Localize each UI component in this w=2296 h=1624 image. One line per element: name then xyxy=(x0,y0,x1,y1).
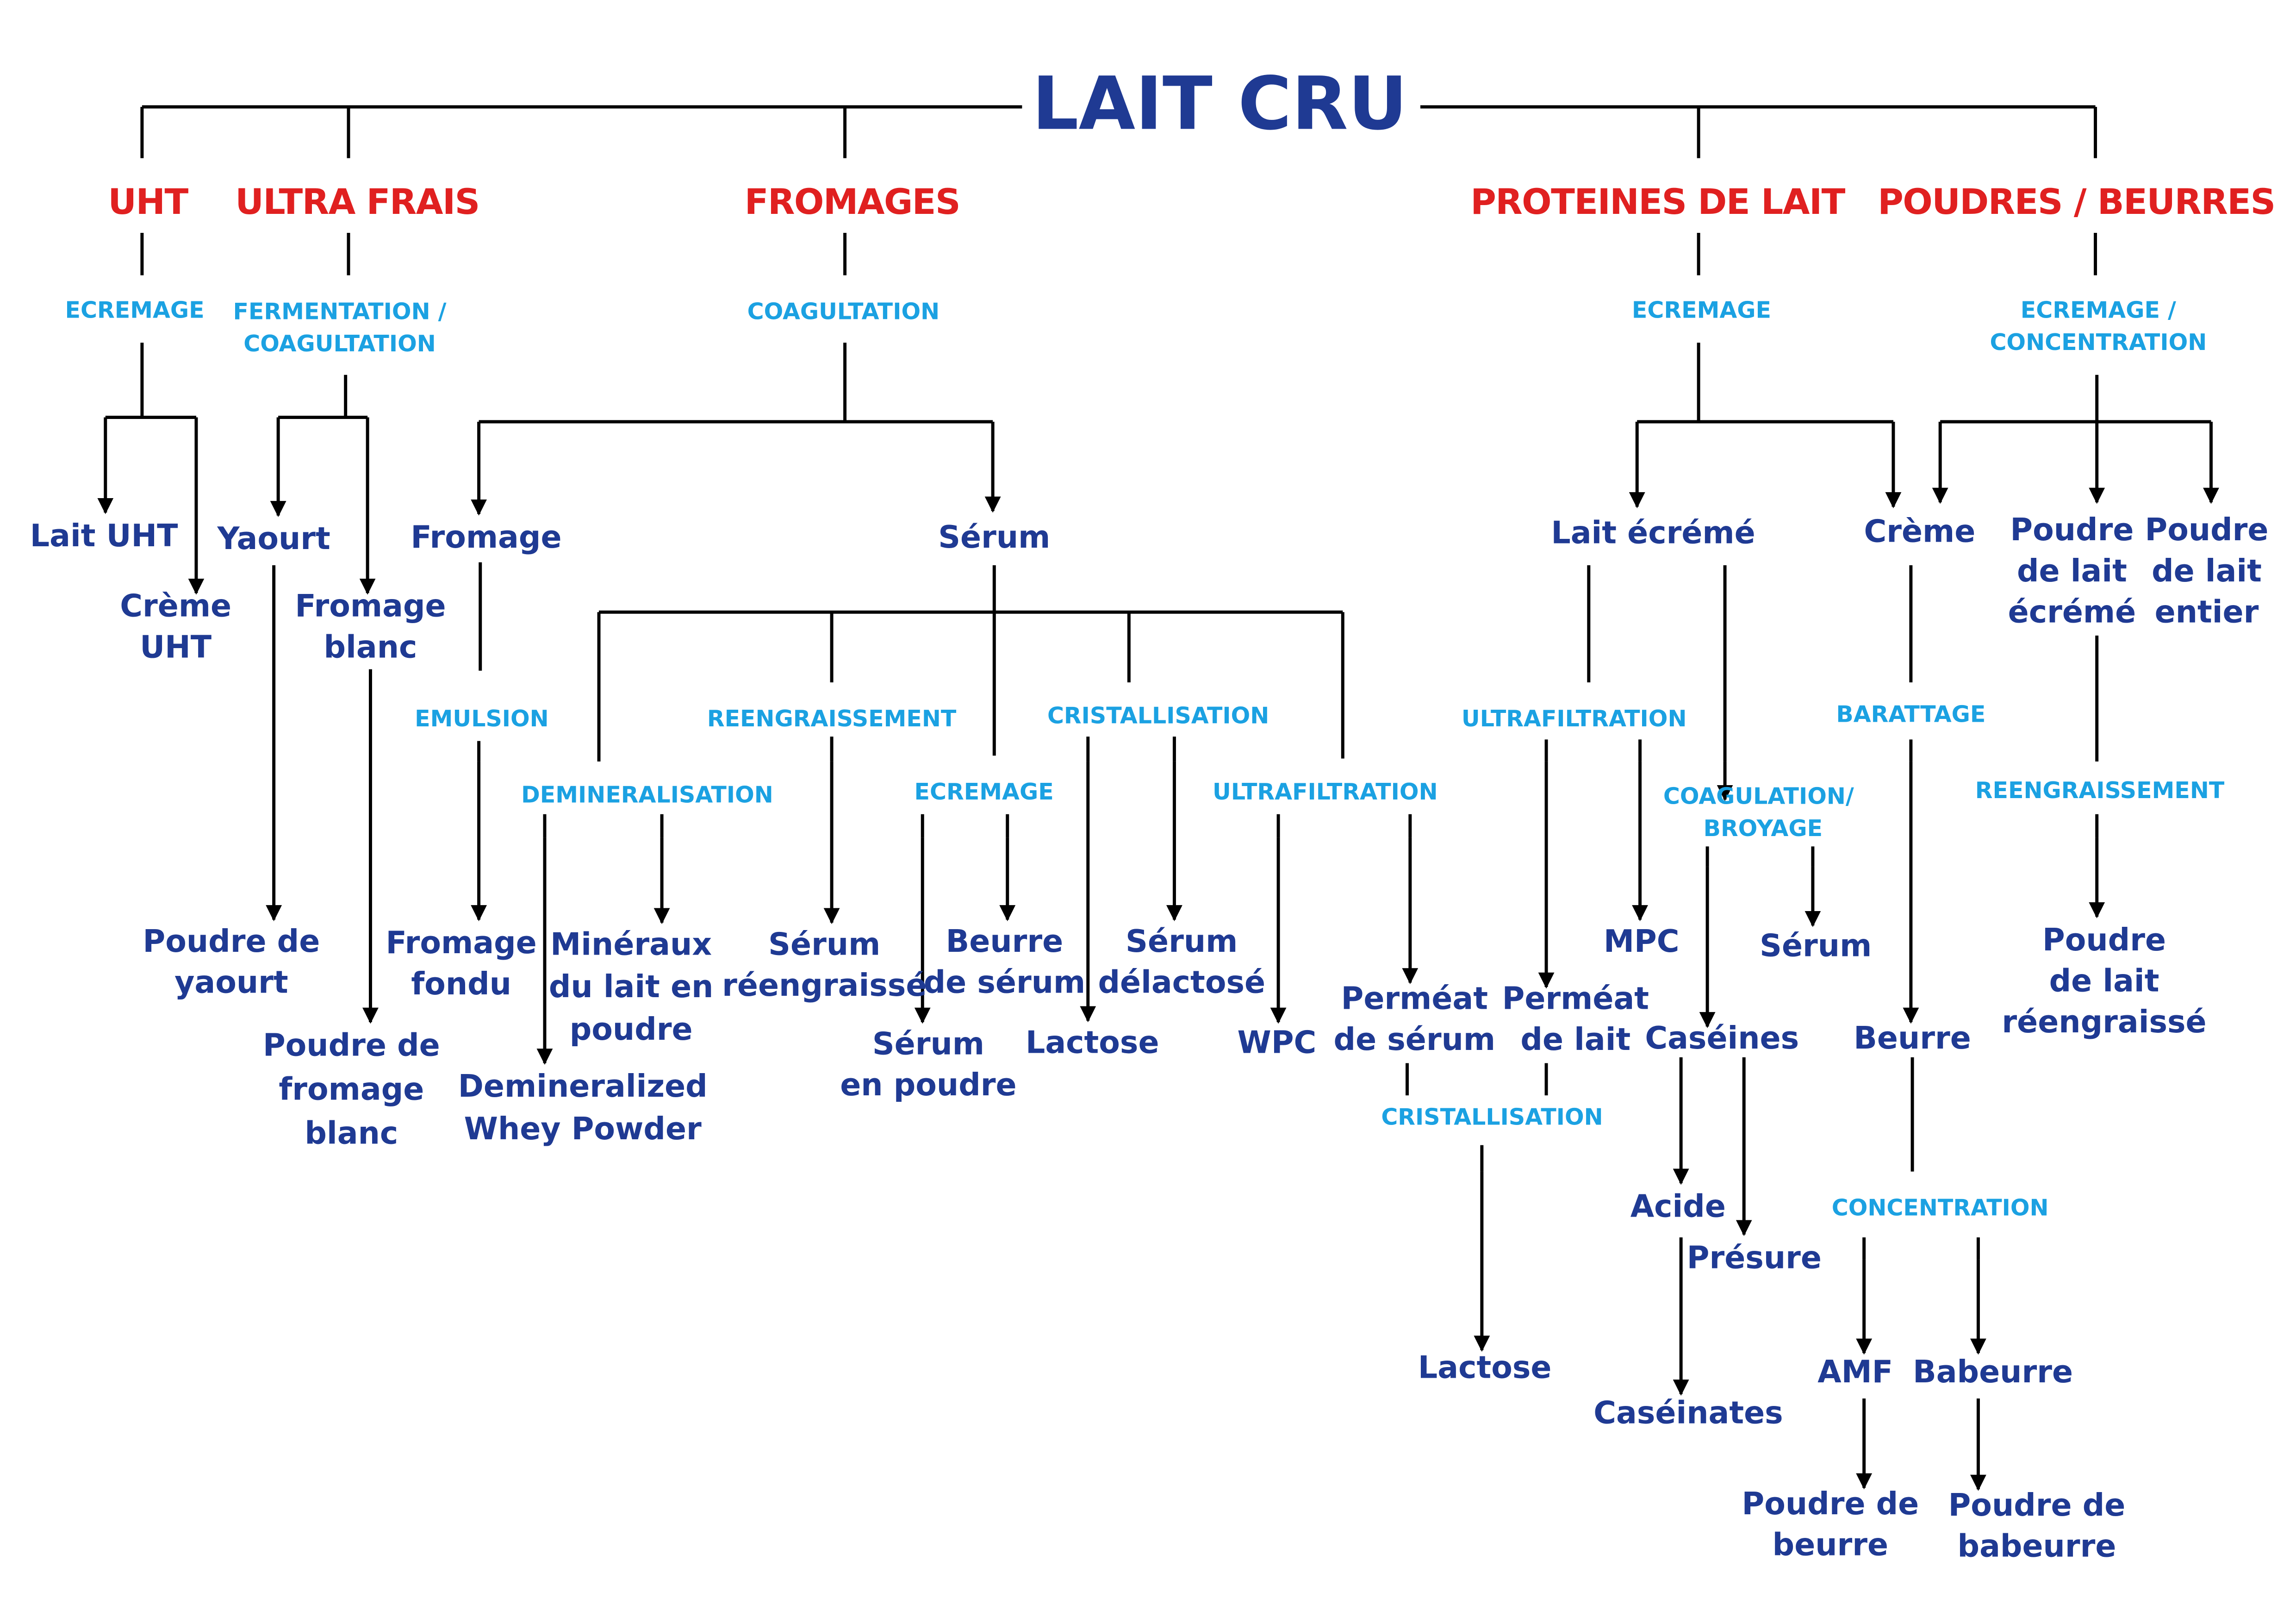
product-lait-uht: Lait UHT xyxy=(30,518,178,554)
category-proteines-de-lait: PROTEINES DE LAIT xyxy=(1470,181,1845,222)
product-lactose: Lactose xyxy=(1418,1349,1552,1386)
category-ultra-frais: ULTRA FRAIS xyxy=(235,181,479,222)
product-poudre-yaourt-line2: yaourt xyxy=(174,964,288,1000)
product-poudre-lait-entier-line3: entier xyxy=(2155,593,2259,630)
product-permeat-lait-line2: de lait xyxy=(1520,1021,1630,1057)
product-beurre-serum-line1: Beurre xyxy=(946,923,1064,959)
category-poudres-beurres: POUDRES / BEURRES xyxy=(1878,181,2275,222)
product-fromage: Fromage xyxy=(411,519,561,555)
product-wpc: WPC xyxy=(1238,1024,1317,1060)
product-yaourt: Yaourt xyxy=(217,520,330,556)
product-fromage-fondu-line1: Fromage xyxy=(386,924,537,961)
diagram-title: LAIT CRU xyxy=(1032,61,1407,146)
product-permeat-serum-line1: Perméat xyxy=(1341,980,1488,1016)
product-poudre-fromage-blanc-line1: Poudre de xyxy=(263,1027,440,1063)
process-coagulation: COAGULTATION xyxy=(747,298,940,325)
product-lait-ecreme: Lait écrémé xyxy=(1551,515,1755,551)
process-reengraissement: REENGRAISSEMENT xyxy=(707,705,957,732)
categories: UHT ULTRA FRAIS FROMAGES PROTEINES DE LA… xyxy=(108,181,2276,222)
product-presure: Présure xyxy=(1687,1239,1822,1275)
product-serum-poudre-line2: en poudre xyxy=(840,1067,1016,1103)
product-poudre-lait-reengraisse-line2: de lait xyxy=(2049,963,2159,999)
connector-lines xyxy=(97,105,2219,1491)
product-lactose: Lactose xyxy=(1026,1024,1159,1060)
process-ultrafiltration: ULTRAFILTRATION xyxy=(1213,778,1438,805)
process-steps: ECREMAGE FERMENTATION / COAGULTATION COA… xyxy=(65,296,2225,1221)
process-concentration: CONCENTRATION xyxy=(1832,1194,2049,1221)
product-mpc: MPC xyxy=(1604,923,1680,959)
process-cristallisation: CRISTALLISATION xyxy=(1381,1103,1603,1130)
process-ecremage: ECREMAGE xyxy=(1632,296,1771,323)
product-caseinates: Caséinates xyxy=(1593,1395,1783,1431)
product-permeat-lait-line1: Perméat xyxy=(1502,980,1649,1016)
product-babeurre: Babeurre xyxy=(1913,1354,2073,1390)
product-serum-delactose-line1: Sérum xyxy=(1126,923,1238,959)
product-poudre-fromage-blanc-line3: blanc xyxy=(305,1115,398,1151)
product-poudre-babeurre-line1: Poudre de xyxy=(1948,1487,2126,1523)
product-poudre-beurre-line2: beurre xyxy=(1773,1526,1888,1562)
process-ecremage-concentration-line2: CONCENTRATION xyxy=(1990,329,2207,356)
process-ecremage-concentration-line1: ECREMAGE / xyxy=(2021,296,2176,323)
process-ecremage: ECREMAGE xyxy=(65,296,205,323)
product-creme-uht-line2: UHT xyxy=(140,629,212,665)
process-barattage: BARATTAGE xyxy=(1836,700,1985,727)
process-coagulation-broyage-line2: BROYAGE xyxy=(1704,815,1823,842)
product-serum-reengraisse-line2: réengraissé xyxy=(722,967,927,1003)
product-amf: AMF xyxy=(1817,1354,1893,1390)
product-mineraux-line2: du lait en xyxy=(549,968,714,1005)
process-demineralisation: DEMINERALISATION xyxy=(521,781,773,808)
product-mineraux-line1: Minéraux xyxy=(550,926,712,962)
product-poudre-lait-entier-line2: de lait xyxy=(2152,553,2262,589)
product-serum-poudre-line1: Sérum xyxy=(872,1026,984,1062)
process-emulsion: EMULSION xyxy=(415,705,549,732)
product-demineralized-line1: Demineralized xyxy=(458,1068,708,1104)
process-ecremage: ECREMAGE xyxy=(915,778,1054,805)
product-serum-delactose-line2: délactosé xyxy=(1098,964,1265,1000)
product-demineralized-line2: Whey Powder xyxy=(464,1111,702,1147)
category-fromages: FROMAGES xyxy=(745,181,960,222)
category-uht: UHT xyxy=(108,181,188,222)
product-creme: Crème xyxy=(1864,513,1975,549)
product-fromage-blanc-line2: blanc xyxy=(324,629,417,665)
product-poudre-beurre-line1: Poudre de xyxy=(1742,1486,1919,1522)
process-ultrafiltration: ULTRAFILTRATION xyxy=(1462,705,1687,732)
process-reengraissement: REENGRAISSEMENT xyxy=(1975,777,2225,804)
product-poudre-lait-reengraisse-line3: réengraissé xyxy=(2002,1004,2206,1040)
product-poudre-lait-reengraisse-line1: Poudre xyxy=(2042,922,2166,958)
process-cristallisation: CRISTALLISATION xyxy=(1047,702,1269,729)
product-serum: Sérum xyxy=(1760,928,1872,964)
product-caseines: Caséines xyxy=(1645,1020,1799,1056)
product-poudre-fromage-blanc-line2: fromage xyxy=(279,1071,424,1107)
product-poudre-lait-entier-line1: Poudre xyxy=(2145,512,2269,548)
product-poudre-babeurre-line2: babeurre xyxy=(1958,1528,2116,1564)
product-beurre-serum-line2: de sérum xyxy=(924,964,1086,1000)
process-fermentation-line1: FERMENTATION / xyxy=(233,298,446,325)
product-serum: Sérum xyxy=(938,519,1050,555)
product-poudre-lait-ecreme-line2: de lait xyxy=(2017,553,2127,589)
product-mineraux-line3: poudre xyxy=(570,1011,693,1047)
product-fromage-fondu-line2: fondu xyxy=(411,966,511,1002)
product-acide: Acide xyxy=(1630,1188,1726,1224)
product-permeat-serum-line2: de sérum xyxy=(1334,1021,1496,1057)
product-fromage-blanc-line1: Fromage xyxy=(295,588,446,624)
process-fermentation-line2: COAGULTATION xyxy=(243,330,436,357)
product-serum-reengraisse-line1: Sérum xyxy=(768,926,880,962)
process-coagulation-broyage-line1: COAGULATION/ xyxy=(1663,783,1854,810)
product-poudre-lait-ecreme-line1: Poudre xyxy=(2010,512,2134,548)
products: Lait UHT Crème UHT Yaourt Fromage blanc … xyxy=(30,512,2269,1564)
product-poudre-lait-ecreme-line3: écrémé xyxy=(2008,593,2136,630)
product-creme-uht-line1: Crème xyxy=(120,588,231,624)
product-beurre: Beurre xyxy=(1854,1020,1971,1056)
product-poudre-yaourt-line1: Poudre de xyxy=(143,923,320,959)
